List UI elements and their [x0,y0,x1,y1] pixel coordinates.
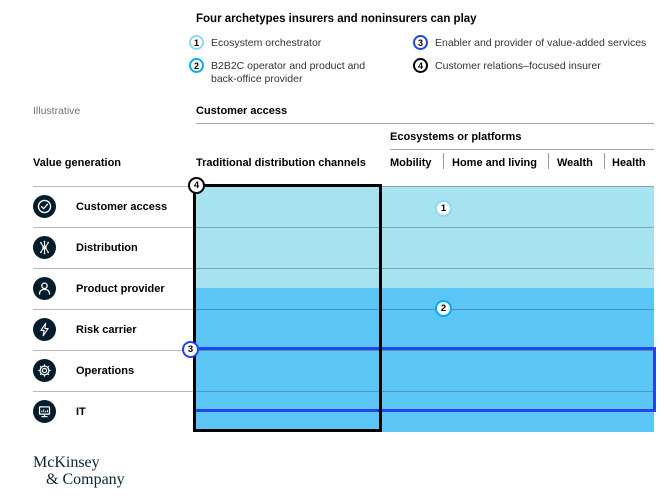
eco-column-wealth: Wealth [557,157,593,169]
row-label: Distribution [76,241,138,254]
row-line [33,350,654,351]
archetype-3-badge: 3 [413,35,428,50]
ecosystems-header: Ecosystems or platforms [390,131,522,143]
archetype-4-region [193,184,382,432]
row-label: Product provider [76,282,165,295]
customer-access-underline [196,123,654,124]
legend-item-3: 3 Enabler and provider of value-added se… [413,35,663,50]
row-label: Operations [76,364,135,377]
traditional-channels-header: Traditional distribution channels [196,157,366,169]
row-customer-access: Customer access [33,195,167,218]
row-label: IT [76,405,86,418]
archetype-1-badge: 1 [189,35,204,50]
column-divider [548,153,549,169]
row-label: Risk carrier [76,323,137,336]
legend-item-4: 4 Customer relations–focused insurer [413,58,663,73]
archetype-3-badge: 3 [182,341,199,358]
archetype-4-badge: 4 [413,58,428,73]
matrix-fill-medium [194,288,654,432]
eco-column-mobility: Mobility [390,157,432,169]
gear-icon [33,359,56,382]
person-icon [33,277,56,300]
row-operations: Operations [33,359,134,382]
row-product-provider: Product provider [33,277,165,300]
legend-item-4-label: Customer relations–focused insurer [435,60,601,72]
legend-item-1: 1 Ecosystem orchestrator [189,35,394,50]
network-hub-icon [33,236,56,259]
row-line [33,309,654,310]
eco-column-health: Health [612,157,646,169]
legend-item-2: 2 B2B2C operator and product and back-of… [189,58,384,85]
monitor-icon [33,400,56,423]
legend-title: Four archetypes insurers and noninsurers… [196,13,477,25]
row-line [33,268,654,269]
value-generation-header: Value generation [33,157,122,169]
archetype-1-badge: 1 [435,200,452,217]
mckinsey-logo: McKinsey & Company [33,454,125,488]
column-divider [604,153,605,169]
row-label: Customer access [76,200,168,213]
legend-item-1-label: Ecosystem orchestrator [211,37,322,49]
row-it: IT [33,400,86,423]
ecosystems-underline [390,149,654,150]
row-line [33,227,654,228]
row-risk-carrier: Risk carrier [33,318,137,341]
lightning-icon [33,318,56,341]
legend-item-3-label: Enabler and provider of value-added serv… [435,37,647,49]
archetype-4-badge: 4 [188,177,205,194]
customer-access-header: Customer access [196,105,288,117]
row-line [33,391,654,392]
illustrative-tag: Illustrative [33,105,81,117]
matrix-fill-light [194,186,654,288]
archetype-2-badge: 2 [435,300,452,317]
eco-column-home-and-living: Home and living [452,157,537,169]
logo-line2: & Company [46,471,125,488]
archetype-2-badge: 2 [189,58,204,73]
column-divider [443,153,444,169]
legend-item-2-label: B2B2C operator and product and back-offi… [211,60,366,85]
logo-line1: McKinsey [33,454,100,471]
row-distribution: Distribution [33,236,138,259]
check-circle-icon [33,195,56,218]
